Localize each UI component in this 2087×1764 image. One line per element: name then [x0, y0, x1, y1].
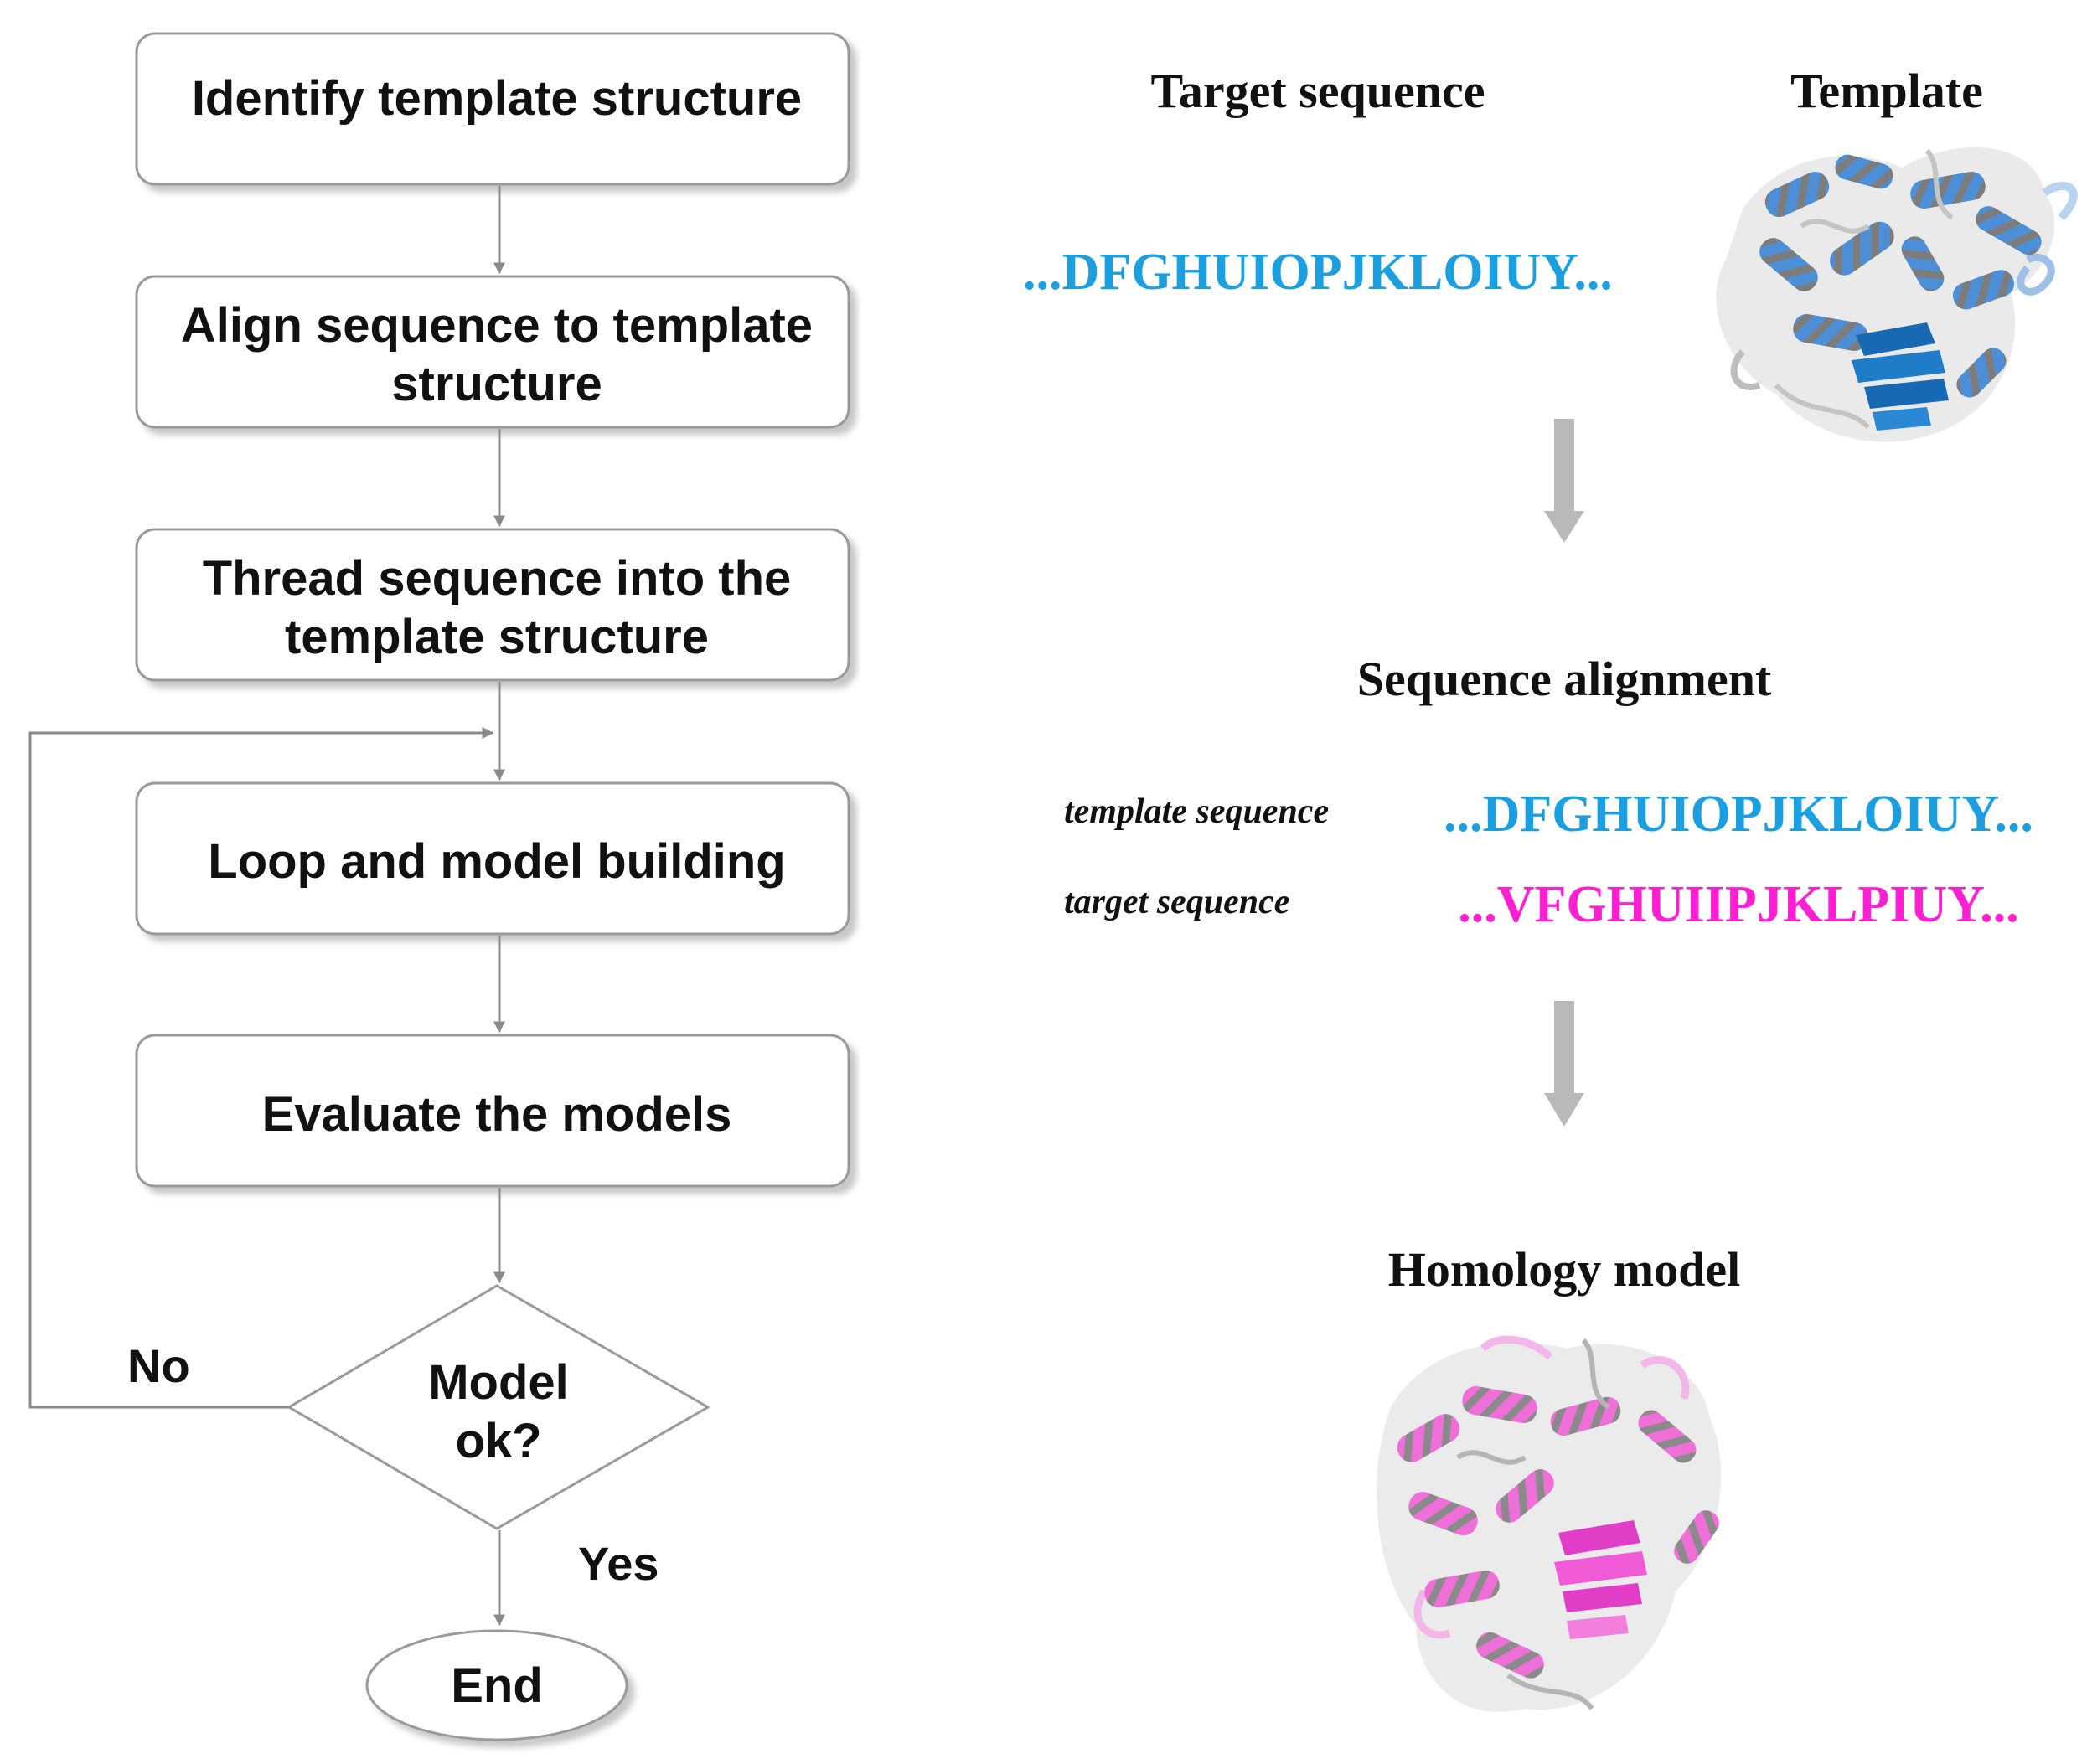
step-thread-sequence: Thread sequence into the template struct… [135, 528, 850, 682]
end-label: End [451, 1658, 543, 1713]
step-align-sequence: Align sequence to template structure [135, 275, 850, 429]
alignment-heading: Sequence alignment [1357, 652, 1772, 706]
template-sequence-label: template sequence [1064, 792, 1329, 831]
step-align-sequence-label-1: Align sequence to template [181, 298, 813, 353]
template-structure-image [1716, 147, 2078, 442]
arrow-no-loop-back [28, 727, 494, 1409]
step-align-sequence-label-2: structure [391, 357, 602, 411]
down-arrow-2 [1544, 1001, 1584, 1127]
target-sequence-aligned: ...VFGHUIIPJKLPIUY... [1458, 876, 2018, 933]
step-thread-sequence-label-1: Thread sequence into the [203, 551, 792, 606]
homology-model-image [1377, 1335, 1722, 1712]
target-sequence-label: target sequence [1064, 883, 1289, 921]
template-sequence-value: ...DFGHUIOPJKLOIUY... [1444, 786, 2033, 843]
step-loop-model-building: Loop and model building [135, 781, 850, 936]
step-identify-template-label: Identify template structure [192, 71, 802, 126]
down-arrow-1 [1544, 419, 1584, 543]
workflow-panel: Target sequence Template ...DFGHUIOPJKLO… [1023, 64, 2078, 1712]
yes-label: Yes [578, 1537, 659, 1590]
target-sequence-value: ...DFGHUIOPJKLOIUY... [1023, 244, 1613, 301]
step-evaluate-models-label: Evaluate the models [262, 1087, 732, 1142]
end-terminal: End [365, 1629, 628, 1741]
step-identify-template: Identify template structure [135, 32, 850, 186]
decision-label-2: ok? [455, 1414, 541, 1468]
flowchart: Identify template structure Align sequen… [28, 32, 850, 1741]
decision-label-1: Model [428, 1355, 569, 1410]
flow-connectors [28, 186, 505, 1627]
step-thread-sequence-label-2: template structure [285, 610, 709, 664]
target-sequence-heading: Target sequence [1151, 64, 1485, 118]
homology-model-heading: Homology model [1388, 1242, 1740, 1297]
no-label: No [127, 1339, 190, 1392]
step-evaluate-models: Evaluate the models [135, 1034, 850, 1188]
decision-model-ok: Model ok? [287, 1284, 711, 1530]
template-heading: Template [1790, 64, 1983, 118]
step-loop-model-building-label: Loop and model building [208, 834, 785, 889]
